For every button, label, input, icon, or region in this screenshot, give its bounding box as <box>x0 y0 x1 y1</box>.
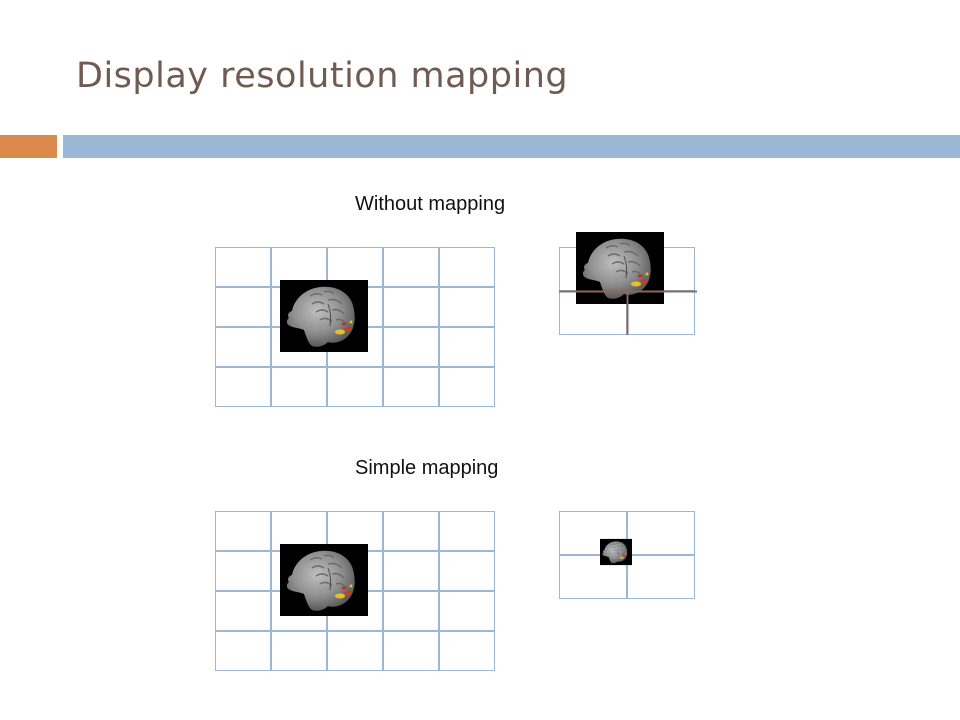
without-mapping-label: Without mapping <box>355 193 506 215</box>
brain-scan-icon <box>280 280 368 352</box>
grid-cell <box>383 287 439 327</box>
brain-scan-icon <box>280 544 368 616</box>
grid-cell <box>559 511 627 555</box>
grid-cell <box>215 551 271 591</box>
grid-cell <box>383 327 439 367</box>
grid-cell <box>439 327 495 367</box>
grid-cell <box>383 631 439 671</box>
grid-cell <box>627 511 695 555</box>
grid-cell <box>215 367 271 407</box>
grid-cell <box>439 287 495 327</box>
small-display-grid-bottom <box>559 511 695 599</box>
grid-cell <box>215 247 271 287</box>
accent-bar-blue <box>63 135 960 158</box>
grid-cell <box>215 287 271 327</box>
pixel-boundary-lines <box>559 290 697 335</box>
grid-cell <box>215 327 271 367</box>
grid-cell <box>383 511 439 551</box>
simple-mapping-label: Simple mapping <box>355 457 499 479</box>
grid-cell <box>439 367 495 407</box>
grid-cell <box>439 551 495 591</box>
grid-cell <box>383 367 439 407</box>
grid-cell <box>215 631 271 671</box>
grid-cell <box>439 511 495 551</box>
accent-bar-orange <box>0 135 57 158</box>
grid-cell <box>383 591 439 631</box>
grid-cell <box>383 551 439 591</box>
grid-cell <box>627 555 695 599</box>
grid-cell <box>327 367 383 407</box>
grid-cell <box>439 631 495 671</box>
grid-cell <box>439 247 495 287</box>
grid-cell <box>271 367 327 407</box>
grid-cell <box>439 591 495 631</box>
grid-cell <box>383 247 439 287</box>
large-display-grid-bottom <box>215 511 495 671</box>
grid-cell <box>271 631 327 671</box>
grid-cell <box>559 555 627 599</box>
grid-cell <box>327 631 383 671</box>
slide-title: Display resolution mapping <box>76 56 569 96</box>
grid-cell <box>215 591 271 631</box>
grid-cell <box>215 511 271 551</box>
brain-scan-icon <box>600 538 632 566</box>
